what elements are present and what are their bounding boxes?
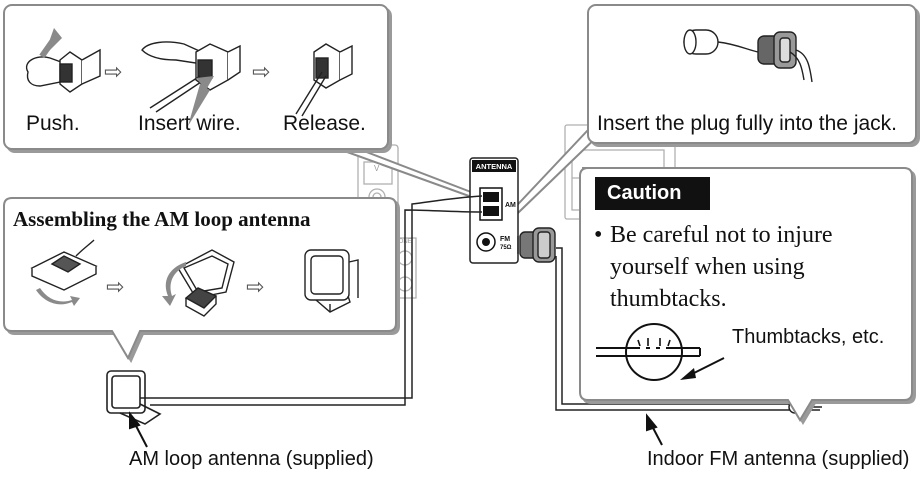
caution-line-3: thumbtacks.: [610, 286, 727, 312]
terminal-am-label: AM: [505, 202, 516, 209]
insert-wire-step-illustration: [141, 41, 241, 113]
receiver-v-label: V: [374, 164, 380, 173]
caution-badge: Caution: [595, 177, 710, 210]
push-step-illustration: [25, 48, 101, 93]
fm-plug-insert-illustration: [683, 29, 813, 83]
insert-wire-label: Insert wire.: [138, 112, 241, 135]
fm-plug-connector: [517, 227, 556, 263]
am-loop-swing-arrow: [162, 262, 186, 306]
am-base-rotate-arrow: [36, 288, 80, 306]
antenna-terminal: [469, 157, 519, 264]
arrow-4-icon: ⇨: [246, 275, 264, 300]
release-step-illustration: [295, 43, 353, 117]
caution-bullet: •: [594, 222, 603, 248]
thumbtacks-label: Thumbtacks, etc.: [732, 326, 885, 348]
terminal-fm-label: FM: [500, 236, 510, 243]
fm-plug-instruction: Insert the plug fully into the jack.: [597, 112, 897, 135]
terminal-header: ANTENNA: [476, 162, 513, 171]
arrow-1-icon: ⇨: [104, 60, 122, 85]
am-base-illustration: [30, 239, 98, 291]
arrow-3-icon: ⇨: [106, 275, 124, 300]
am-loop-assembled-illustration: [304, 249, 359, 313]
thumbtack-illustration: [596, 323, 725, 381]
am-assembly-title: Assembling the AM loop antenna: [13, 207, 311, 231]
caution-line-1: Be careful not to injure: [610, 222, 833, 248]
fm-plug-callout: [587, 4, 917, 144]
caution-line-2: yourself when using: [610, 254, 805, 280]
push-label: Push.: [26, 112, 80, 135]
insert-direction-arrow: [188, 76, 214, 126]
am-antenna-cable: [140, 195, 483, 406]
label-pointer-arrows: [129, 411, 663, 448]
fm-antenna-cable: [555, 247, 820, 411]
am-loop-unfold-illustration: [177, 249, 235, 317]
arrow-2-icon: ⇨: [252, 60, 270, 85]
release-label: Release.: [283, 112, 366, 135]
thumbtack-pointer-arrowhead: [680, 368, 696, 380]
push-direction-arrow: [39, 28, 62, 59]
fm-antenna-label: Indoor FM antenna (supplied): [647, 448, 910, 470]
am-antenna-label: AM loop antenna (supplied): [129, 448, 374, 470]
terminal-ohm-label: 75Ω: [500, 245, 512, 251]
receiver-zone-label: ZONE: [395, 239, 412, 245]
